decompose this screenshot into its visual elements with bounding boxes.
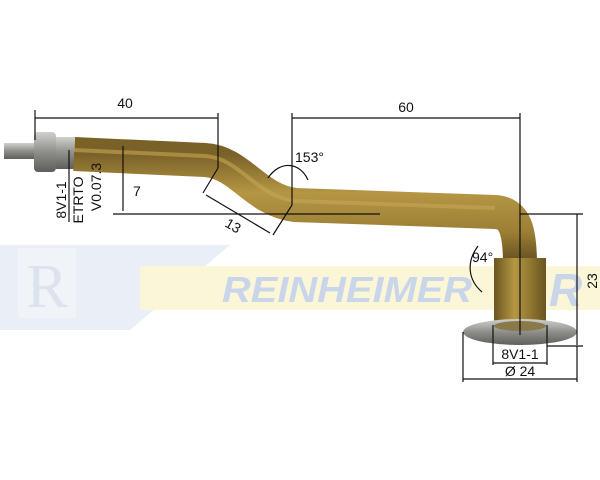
brass-tube	[73, 137, 537, 266]
knurled-cap	[34, 132, 56, 172]
dimension-length-second: 60	[398, 99, 414, 115]
dimension-angle-lower: 94°	[472, 249, 493, 265]
dimension-base-diameter: Ø 24	[505, 363, 536, 379]
valve	[4, 132, 577, 345]
watermark-brand: REINHEIMER	[222, 269, 472, 310]
watermark-logo-letter-left: R	[26, 253, 68, 321]
label-valve-code: 8V1-1	[53, 181, 69, 219]
dimension-angle-upper: 153°	[295, 149, 324, 165]
label-version: V0.07.3	[88, 163, 104, 211]
label-standard: ETRTO	[70, 176, 86, 223]
dimension-offset: 7	[133, 183, 141, 199]
dimension-length-first: 40	[117, 95, 133, 111]
watermark-logo-left	[18, 248, 76, 318]
valve-core-stem	[4, 143, 36, 159]
dimension-height: 23	[584, 273, 600, 289]
dimension-lines	[34, 110, 583, 382]
dimension-bend-segment: 13	[222, 215, 244, 237]
cap-collar	[56, 137, 74, 169]
tube-highlight	[73, 148, 496, 210]
dimension-base-code: 8V1-1	[501, 346, 539, 362]
